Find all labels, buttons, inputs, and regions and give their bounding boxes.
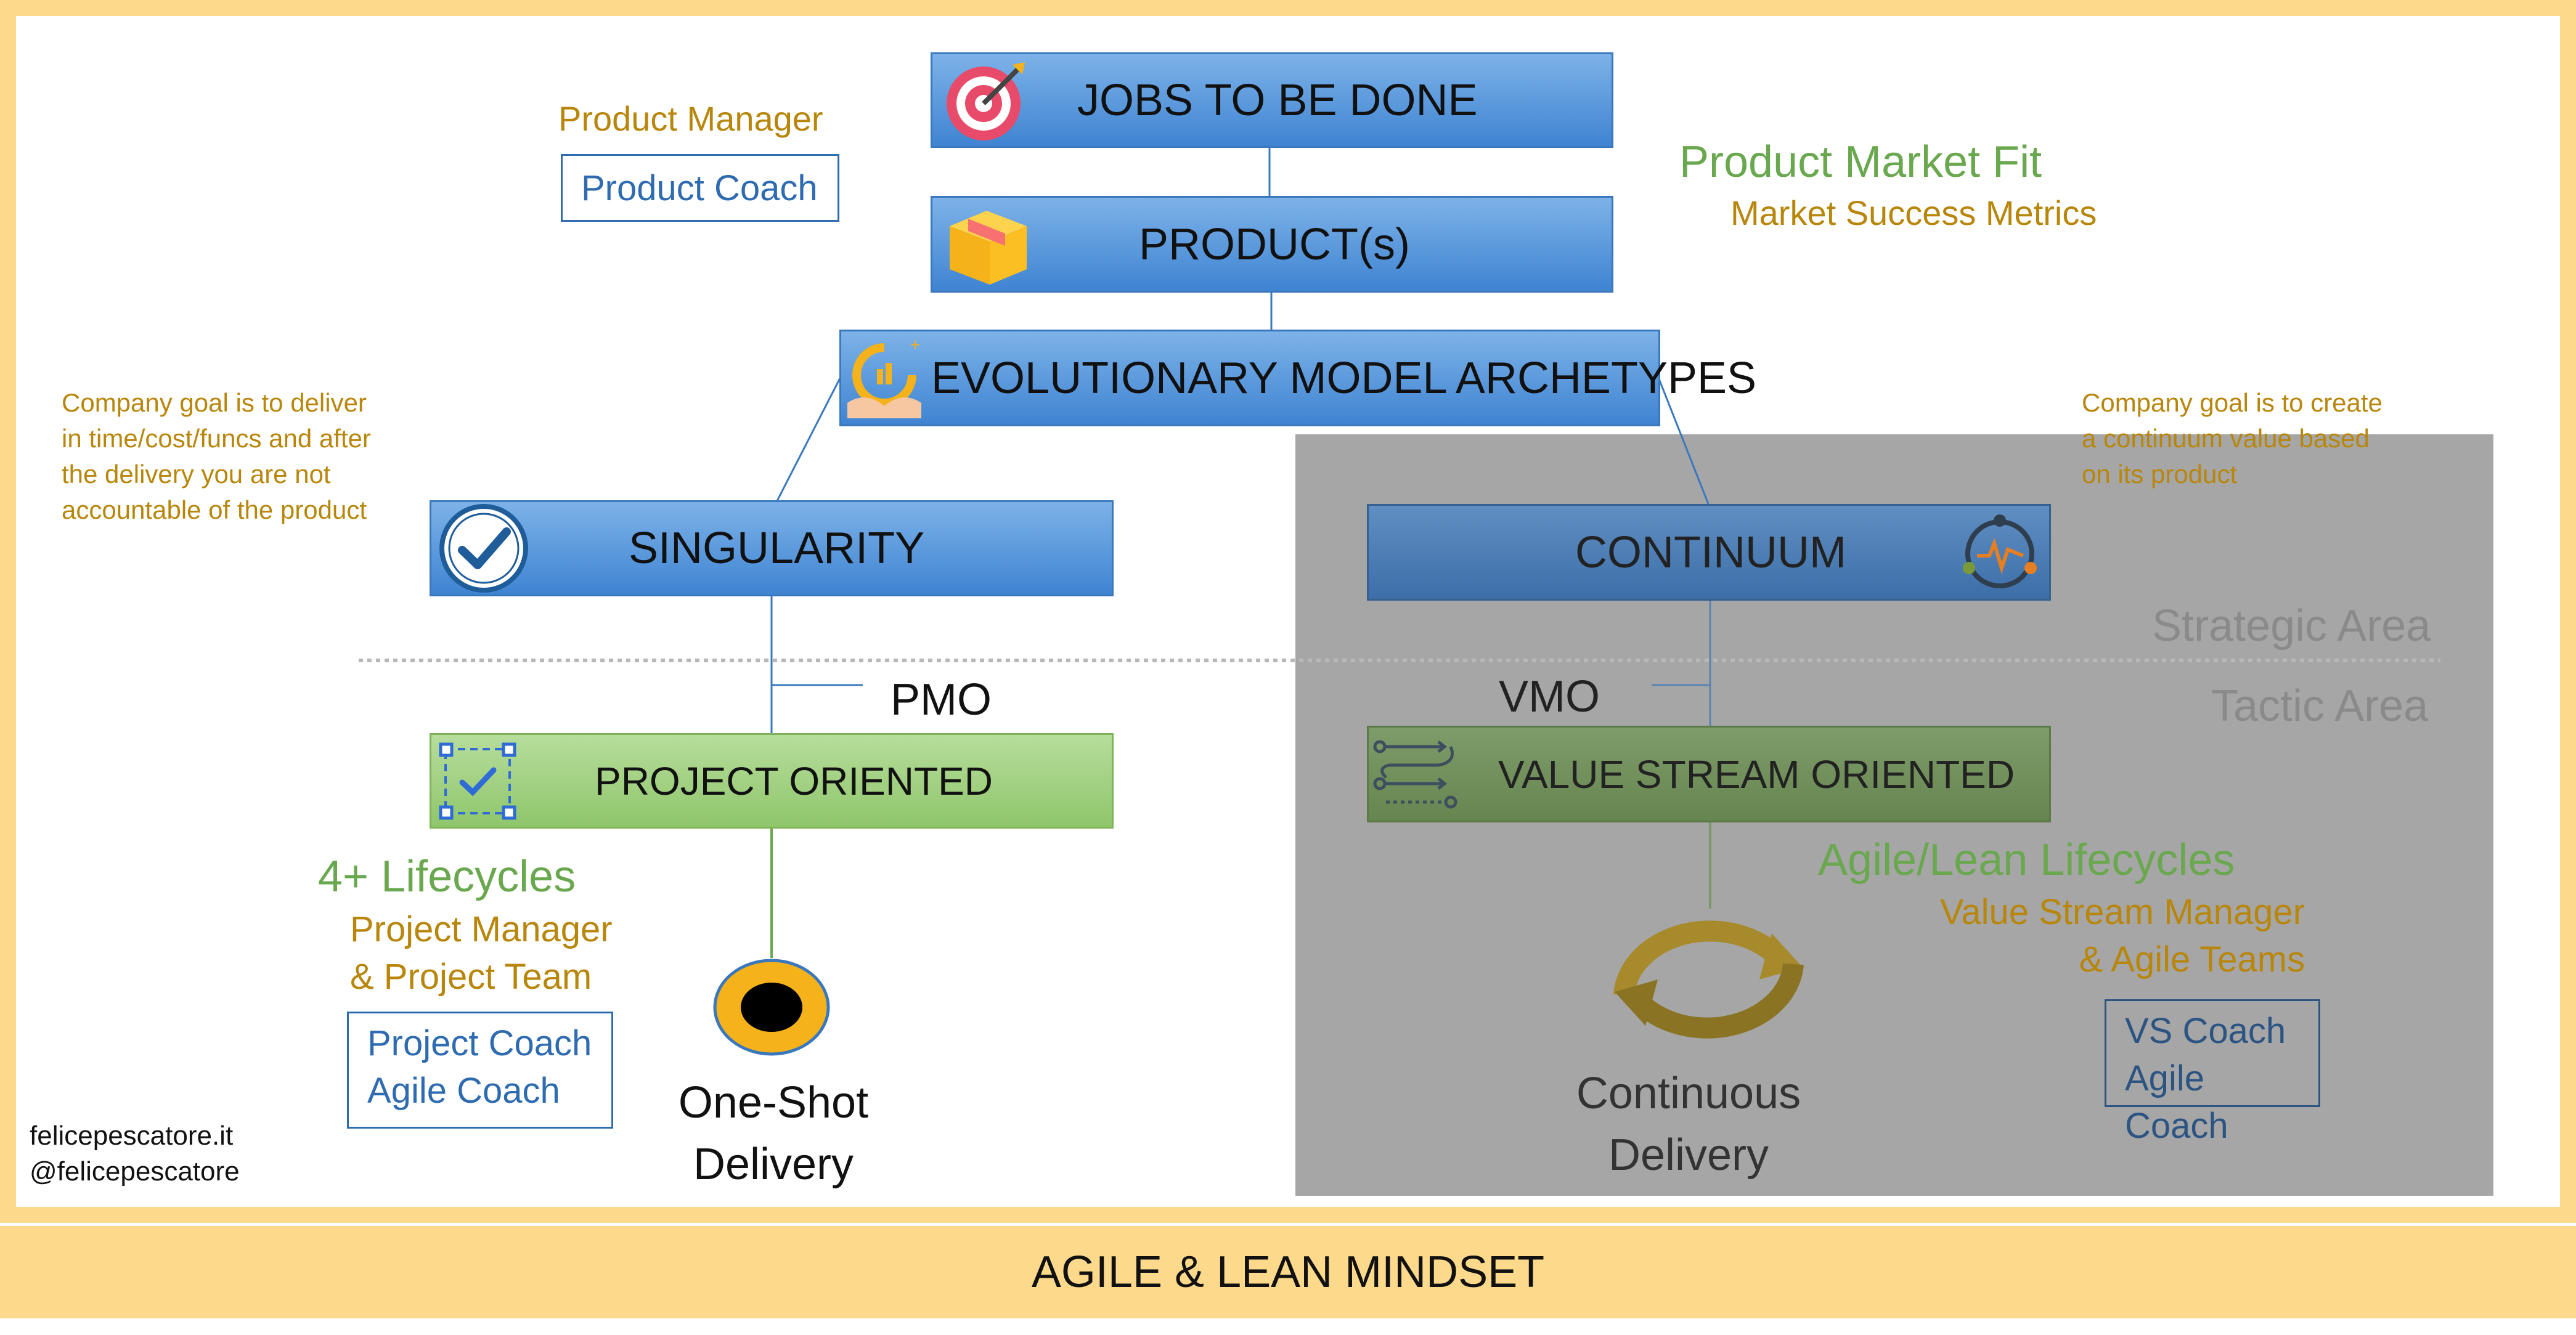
project-roles: Project Manager & Project Team xyxy=(350,906,613,1000)
credits: felicepescatore.it @felicepescatore xyxy=(30,1118,240,1190)
circular-arrows-icon xyxy=(1599,909,1818,1050)
left-goal-line: Company goal is to deliver xyxy=(62,388,367,417)
vs-coach-line: Agile Coach xyxy=(2125,1058,2228,1146)
hands-growth-icon: + xyxy=(841,332,927,424)
left-goal-line: accountable of the product xyxy=(62,495,367,524)
pmo-label: PMO xyxy=(891,675,992,724)
continuous-line: Continuous xyxy=(1576,1069,1801,1118)
flow-arrows-icon xyxy=(1369,728,1461,821)
continuum-label: CONTINUUM xyxy=(1575,527,1846,577)
vs-coach-line: VS Coach xyxy=(2125,1011,2286,1051)
tactic-area-label: Tactic Area xyxy=(2211,681,2429,731)
vmo-label: VMO xyxy=(1499,672,1600,721)
cycle-people-icon xyxy=(1954,508,2046,600)
project-coach-line: Agile Coach xyxy=(367,1071,560,1111)
singularity-box: SINGULARITY xyxy=(430,500,1114,596)
vs-coaches-box: VS Coach Agile Coach xyxy=(2105,999,2320,1146)
target-icon xyxy=(932,54,1040,147)
mindset-banner: AGILE & LEAN MINDSET xyxy=(0,1226,2576,1318)
credits-handle: @felicepescatore xyxy=(30,1156,240,1187)
vs-role-line: & Agile Teams xyxy=(2079,939,2305,980)
project-coach-line: Project Coach xyxy=(367,1023,592,1063)
credits-site: felicepescatore.it xyxy=(30,1121,234,1151)
checkmark-icon xyxy=(431,502,536,594)
right-goal-line: on its product xyxy=(2082,460,2238,489)
continuous-delivery: Continuous Delivery xyxy=(1510,1063,1867,1186)
project-oriented-label: PROJECT ORIENTED xyxy=(595,758,993,803)
continuum-box: CONTINUUM xyxy=(1367,504,2051,601)
right-goal-line: Company goal is to create xyxy=(2082,388,2382,417)
project-role-line: & Project Team xyxy=(350,957,592,997)
project-coaches-box: Project Coach Agile Coach xyxy=(347,1012,613,1129)
svg-text:+: + xyxy=(910,335,920,354)
product-label: PRODUCT(s) xyxy=(1139,219,1410,269)
vs-role-line: Value Stream Manager xyxy=(1940,892,2305,932)
market-success-metrics-label: Market Success Metrics xyxy=(1730,193,2097,232)
connector-lines xyxy=(359,148,2440,958)
one-shot-line: One-Shot xyxy=(678,1078,869,1127)
jobs-label: JOBS TO BE DONE xyxy=(1077,75,1478,125)
outer-frame xyxy=(0,0,2576,1223)
archetypes-box: + EVOLUTIONARY MODEL ARCHETYPES xyxy=(839,330,1756,426)
right-goal-text: Company goal is to create a continuum va… xyxy=(2082,385,2476,492)
value-stream-label: VALUE STREAM ORIENTED xyxy=(1498,752,2015,797)
mindset-label: AGILE & LEAN MINDSET xyxy=(1031,1248,1545,1297)
product-coach-box: Product Coach xyxy=(561,154,839,222)
four-lifecycles-label: 4+ Lifecycles xyxy=(318,852,576,901)
jobs-to-be-done-box: JOBS TO BE DONE xyxy=(931,52,1613,148)
left-goal-line: the delivery you are not xyxy=(62,460,331,489)
bullseye-icon xyxy=(712,958,832,1057)
product-manager-label: Product Manager xyxy=(558,99,823,138)
value-stream-roles: Value Stream Manager & Agile Teams xyxy=(1940,888,2305,983)
project-role-line: Project Manager xyxy=(350,909,613,949)
left-goal-text: Company goal is to deliver in time/cost/… xyxy=(62,385,493,528)
checklist-icon xyxy=(431,735,524,827)
box-icon xyxy=(932,198,1040,291)
product-box: PRODUCT(s) xyxy=(931,196,1613,293)
product-market-fit-label: Product Market Fit xyxy=(1679,137,2042,187)
one-shot-line: Delivery xyxy=(693,1140,854,1189)
archetypes-label: EVOLUTIONARY MODEL ARCHETYPES xyxy=(931,353,1757,403)
product-coach-label: Product Coach xyxy=(581,168,818,208)
continuous-line: Delivery xyxy=(1608,1130,1769,1180)
value-stream-box: VALUE STREAM ORIENTED xyxy=(1367,726,2051,822)
agile-lean-lifecycles-label: Agile/Lean Lifecycles xyxy=(1818,835,2235,885)
strategic-area-label: Strategic Area xyxy=(2152,601,2431,651)
project-oriented-box: PROJECT ORIENTED xyxy=(430,733,1114,829)
singularity-label: SINGULARITY xyxy=(629,524,925,573)
left-goal-line: in time/cost/funcs and after xyxy=(62,424,371,453)
one-shot-delivery: One-Shot Delivery xyxy=(659,1072,887,1195)
right-goal-line: a continuum value based xyxy=(2082,424,2370,453)
